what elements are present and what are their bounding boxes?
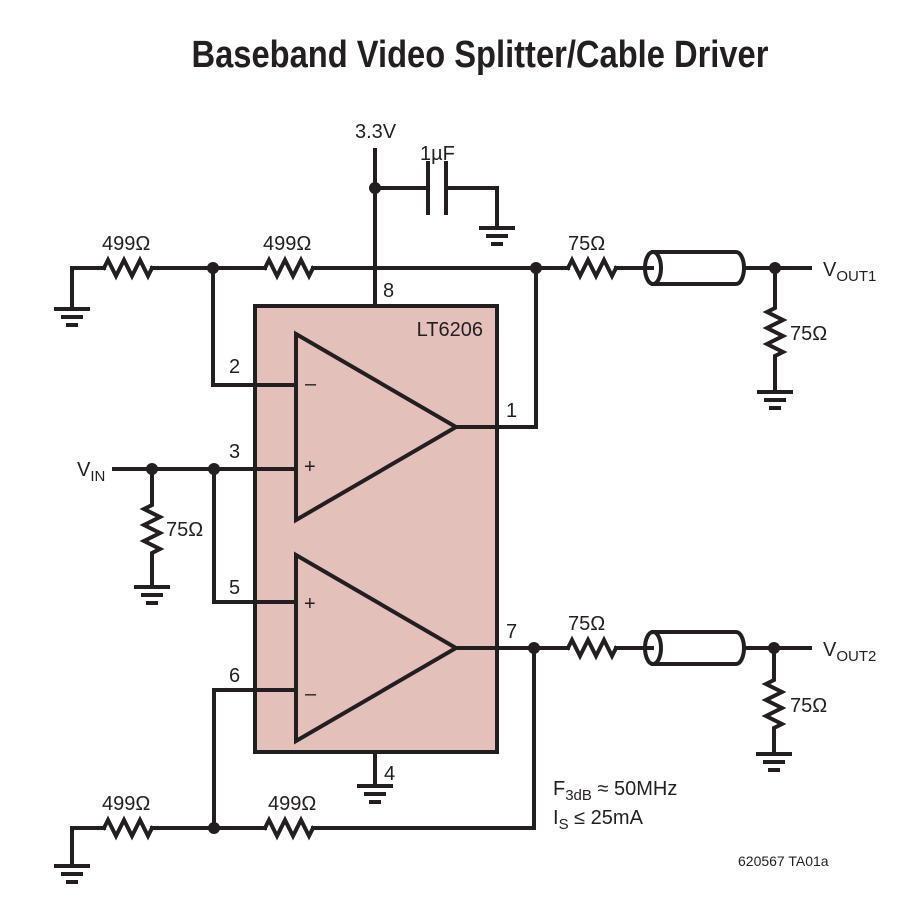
- ground-icon: [479, 226, 515, 246]
- ground-icon: [757, 390, 793, 410]
- pin-label-8: 8: [383, 280, 394, 302]
- bypass-cap-label: 1µF: [420, 143, 455, 165]
- resistor-r-fb-bottom-label: 499Ω: [268, 793, 316, 815]
- resistor-r-term-out2: [761, 646, 787, 754]
- supply-voltage-label: 3.3V: [355, 121, 397, 143]
- resistor-r-fb-top: [262, 255, 316, 281]
- resistor-r-term-in-label: 75Ω: [166, 519, 203, 541]
- resistor-r-term-out2-label: 75Ω: [790, 695, 827, 717]
- ic-body: [253, 304, 499, 754]
- bypass-capacitor: [373, 161, 499, 230]
- pin-label-1: 1: [506, 400, 517, 422]
- resistor-r-gnd-top: [101, 255, 155, 281]
- resistor-r-term-out1-label: 75Ω: [790, 323, 827, 345]
- coax-cable-icon-1: [643, 250, 746, 286]
- vout2-label: VOUT2: [823, 639, 876, 665]
- coax-cable-icon-2: [643, 630, 746, 666]
- resistor-r-series-out1-label: 75Ω: [568, 233, 605, 255]
- resistor-r-series-out2: [565, 635, 619, 661]
- figure-id: 620567 TA01a: [738, 853, 829, 869]
- ground-icon: [54, 864, 90, 884]
- opamp-a-noninverting-symbol: +: [304, 456, 316, 478]
- vout1-label: VOUT1: [823, 259, 876, 285]
- ground-icon: [357, 784, 393, 804]
- resistor-r-gnd-bottom: [101, 815, 155, 841]
- spec-f3db: F3dB ≈ 50MHz: [553, 778, 677, 804]
- wire-pin2: [211, 266, 298, 387]
- ground-icon: [54, 307, 90, 327]
- spec-is: IS ≤ 25mA: [553, 807, 644, 833]
- pin-label-5: 5: [229, 577, 240, 599]
- ground-icon: [756, 752, 792, 772]
- wire: [70, 826, 106, 867]
- wire-pin5: [212, 467, 298, 604]
- pin-label-2: 2: [229, 356, 240, 378]
- wire-pin6: [212, 688, 298, 830]
- resistor-r-term-out1: [762, 266, 788, 392]
- opamp-b-inverting-symbol: –: [305, 683, 317, 705]
- wire-pin1: [454, 266, 538, 429]
- resistor-r-gnd-top-label: 499Ω: [102, 233, 150, 255]
- pin-label-4: 4: [384, 763, 395, 785]
- pin-label-3: 3: [229, 441, 240, 463]
- opamp-a-inverting-symbol: –: [305, 373, 317, 395]
- opamp-a: – +: [294, 330, 460, 524]
- resistor-r-fb-top-label: 499Ω: [263, 233, 311, 255]
- page-title: Baseband Video Splitter/Cable Driver: [191, 34, 769, 76]
- resistor-r-series-out2-label: 75Ω: [568, 613, 605, 635]
- opamp-b-noninverting-symbol: +: [304, 593, 316, 615]
- opamp-b: + –: [294, 551, 460, 745]
- ground-icon: [134, 585, 170, 605]
- wire: [311, 646, 536, 830]
- resistor-r-term-in: [139, 467, 165, 587]
- resistor-r-series-out1: [565, 255, 619, 281]
- resistor-r-gnd-bottom-label: 499Ω: [102, 793, 150, 815]
- vin-label: VIN: [77, 459, 105, 485]
- resistor-r-fb-bottom: [262, 815, 316, 841]
- pin-label-6: 6: [229, 665, 240, 687]
- ic-part-number: LT6206: [417, 319, 483, 341]
- pin-label-7: 7: [506, 621, 517, 643]
- junction-dot: [208, 822, 220, 834]
